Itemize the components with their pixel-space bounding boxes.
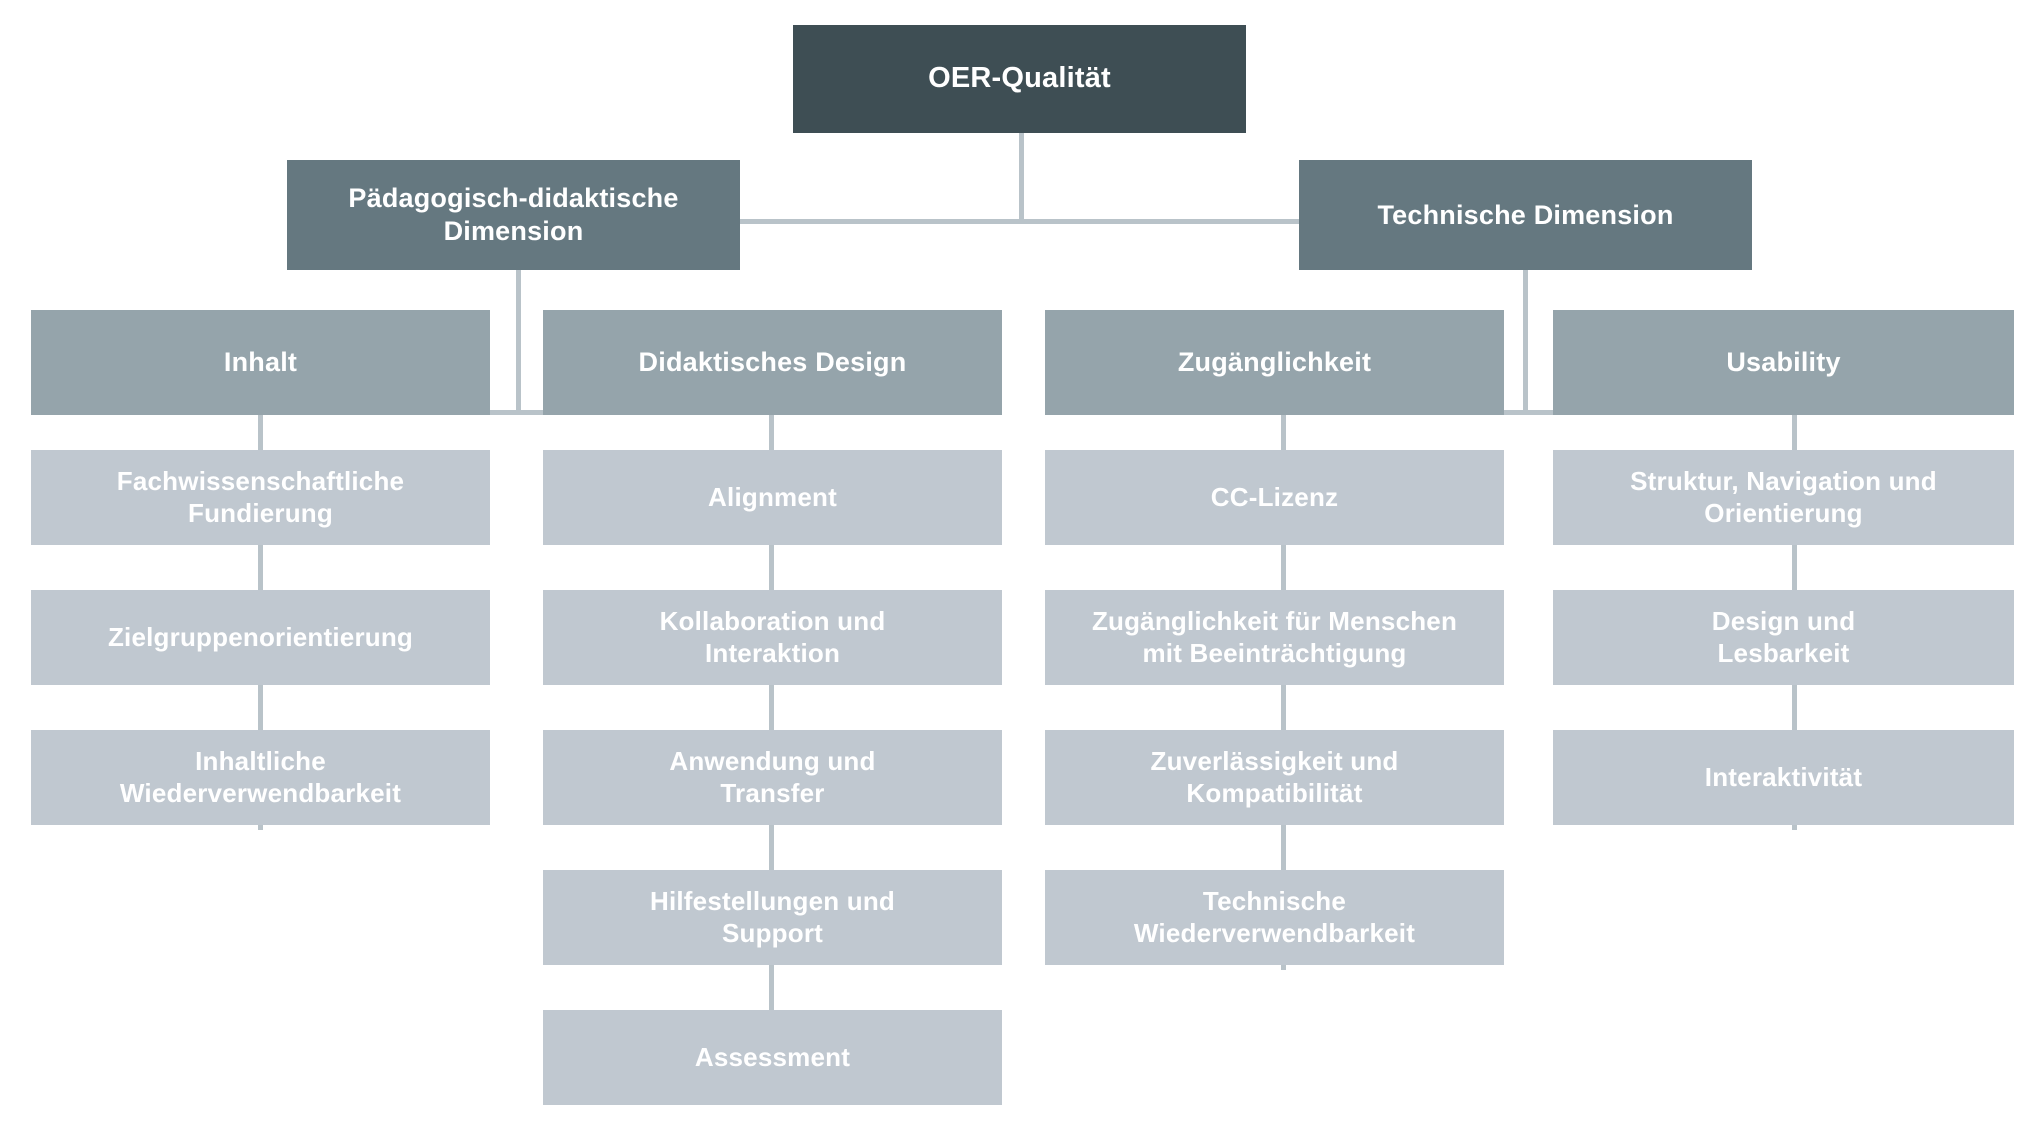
node-category-didaktisches-design[interactable]: Didaktisches Design: [543, 310, 1002, 415]
connector-right-dimension-down: [1523, 270, 1528, 415]
node-leaf-assessment[interactable]: Assessment: [543, 1010, 1002, 1105]
node-leaf-cc-lizenz[interactable]: CC-Lizenz: [1045, 450, 1504, 545]
node-dimension-paedagogisch-didaktisch[interactable]: Pädagogisch-didaktische Dimension: [287, 160, 740, 270]
node-leaf-inhaltliche-wiederverwendbarkeit[interactable]: Inhaltliche Wiederverwendbarkeit: [31, 730, 490, 825]
node-leaf-zuverlaessigkeit-und-kompatibilitaet[interactable]: Zuverlässigkeit und Kompatibilität: [1045, 730, 1504, 825]
node-leaf-struktur-navigation-und-orientierung[interactable]: Struktur, Navigation und Orientierung: [1553, 450, 2014, 545]
connector-root-down: [1019, 133, 1024, 223]
node-leaf-technische-wiederverwendbarkeit[interactable]: Technische Wiederverwendbarkeit: [1045, 870, 1504, 965]
connector-right-category-bus: [1464, 410, 1584, 415]
connector-dimension-bus: [516, 219, 1526, 224]
connector-spine-zugaenglichkeit: [1281, 415, 1286, 970]
connector-left-category-bus: [457, 410, 577, 415]
node-category-zugaenglichkeit[interactable]: Zugänglichkeit: [1045, 310, 1504, 415]
node-leaf-kollaboration-und-interaktion[interactable]: Kollaboration und Interaktion: [543, 590, 1002, 685]
node-leaf-hilfestellungen-und-support[interactable]: Hilfestellungen und Support: [543, 870, 1002, 965]
node-category-inhalt[interactable]: Inhalt: [31, 310, 490, 415]
node-leaf-zugaenglichkeit-fuer-menschen-mit-beeintraechtigung[interactable]: Zugänglichkeit für Menschen mit Beeinträ…: [1045, 590, 1504, 685]
node-leaf-interaktivitaet[interactable]: Interaktivität: [1553, 730, 2014, 825]
node-leaf-anwendung-und-transfer[interactable]: Anwendung und Transfer: [543, 730, 1002, 825]
node-category-usability[interactable]: Usability: [1553, 310, 2014, 415]
node-leaf-design-und-lesbarkeit[interactable]: Design und Lesbarkeit: [1553, 590, 2014, 685]
node-root-oer-qualitaet[interactable]: OER-Qualität: [793, 25, 1246, 133]
connector-left-dimension-down: [516, 270, 521, 415]
node-leaf-alignment[interactable]: Alignment: [543, 450, 1002, 545]
node-dimension-technisch[interactable]: Technische Dimension: [1299, 160, 1752, 270]
node-leaf-fachwissenschaftliche-fundierung[interactable]: Fachwissenschaftliche Fundierung: [31, 450, 490, 545]
node-leaf-zielgruppenorientierung[interactable]: Zielgruppenorientierung: [31, 590, 490, 685]
